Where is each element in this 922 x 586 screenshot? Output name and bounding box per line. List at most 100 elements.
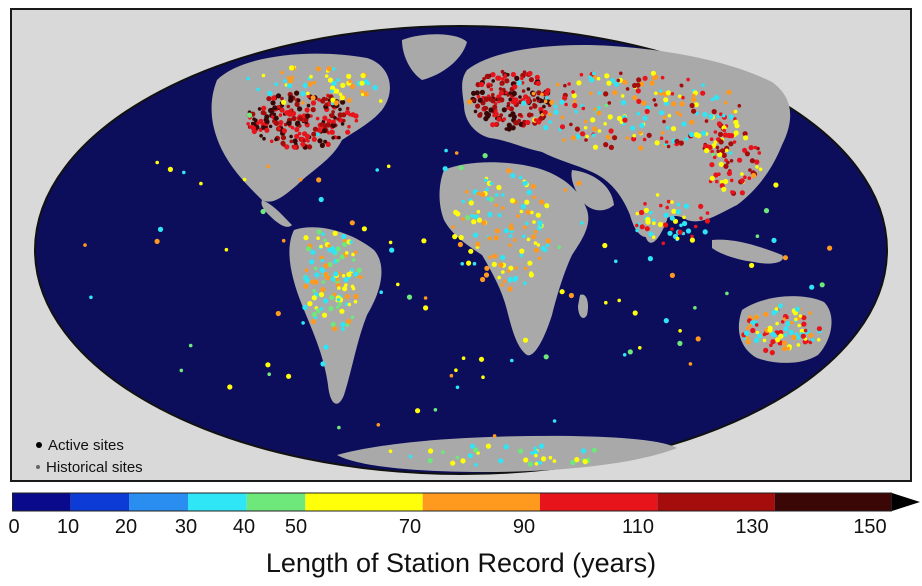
station-dot	[701, 83, 705, 87]
station-dot	[739, 190, 746, 196]
station-dot	[660, 131, 665, 135]
station-dot	[809, 284, 815, 290]
station-dot	[579, 72, 584, 77]
station-dot	[670, 227, 674, 231]
station-dot	[337, 286, 341, 290]
station-dot	[256, 87, 260, 92]
station-dot	[288, 95, 294, 101]
station-dot	[722, 128, 727, 133]
station-dot	[339, 95, 345, 101]
station-dot	[782, 255, 789, 261]
station-dot	[321, 312, 328, 318]
station-dot	[294, 101, 300, 107]
station-dot	[305, 246, 311, 252]
station-dot	[323, 344, 329, 350]
station-dot	[713, 140, 718, 144]
station-dot	[627, 349, 633, 355]
station-dot	[280, 96, 284, 101]
station-dot	[536, 96, 540, 100]
station-dot	[356, 267, 362, 273]
station-dot	[348, 79, 352, 84]
station-dot	[557, 245, 562, 249]
station-dot	[310, 107, 316, 113]
station-dot	[642, 75, 648, 81]
scale-bin-9	[774, 493, 892, 511]
station-dot	[632, 82, 638, 89]
station-dot	[496, 184, 502, 191]
station-dot	[529, 106, 533, 110]
station-dot	[250, 121, 255, 126]
station-dot	[516, 80, 522, 86]
station-dot	[268, 107, 274, 114]
station-dot	[659, 203, 663, 208]
station-dot	[632, 95, 638, 101]
station-dot	[483, 116, 489, 122]
station-dot	[762, 338, 767, 343]
station-dot	[491, 92, 495, 97]
station-dot	[608, 144, 615, 150]
station-dot	[477, 97, 483, 103]
station-dot	[272, 112, 277, 117]
station-dot	[346, 73, 352, 79]
scale-bin-8	[657, 493, 775, 511]
station-dot	[543, 99, 548, 104]
station-dot	[525, 98, 531, 105]
station-dot	[691, 108, 697, 114]
station-dot	[757, 333, 763, 339]
station-dot	[252, 117, 256, 121]
station-dot	[344, 251, 349, 255]
station-dot	[522, 337, 529, 343]
station-dot	[482, 153, 488, 159]
africa	[439, 162, 589, 356]
station-dot	[454, 368, 458, 373]
station-dot	[508, 234, 513, 238]
station-dot	[604, 300, 608, 305]
station-dot	[318, 196, 324, 203]
station-dot	[320, 258, 325, 263]
station-dot	[763, 347, 769, 353]
station-dot	[670, 126, 677, 132]
station-dot	[470, 213, 474, 218]
station-dot	[796, 343, 801, 347]
station-dot	[638, 346, 642, 350]
antarctica	[337, 435, 677, 472]
station-dot	[360, 92, 365, 97]
station-dot	[542, 109, 548, 115]
station-dot	[754, 159, 760, 165]
station-dot	[353, 113, 359, 119]
station-dot	[662, 115, 667, 120]
station-dot	[699, 216, 703, 220]
station-dot	[654, 140, 660, 146]
station-dot	[281, 238, 286, 243]
station-dot	[289, 134, 293, 139]
station-dot	[489, 87, 494, 92]
station-dot	[506, 122, 512, 128]
station-dot	[562, 95, 568, 101]
station-dot	[309, 259, 315, 265]
station-dot	[335, 277, 340, 282]
station-dot	[617, 298, 621, 303]
station-dot	[747, 176, 752, 180]
station-dot	[755, 234, 760, 238]
station-dot	[527, 70, 533, 77]
station-dot	[590, 117, 596, 123]
station-dot	[559, 124, 566, 130]
station-dot	[639, 209, 645, 216]
scale-bin-5	[305, 493, 423, 511]
station-dot	[337, 135, 341, 140]
station-dot	[545, 243, 550, 248]
station-dot	[712, 155, 717, 159]
station-dot	[461, 199, 466, 204]
station-dot	[349, 220, 355, 226]
station-dot	[574, 109, 578, 114]
station-dot	[631, 136, 637, 142]
station-dot	[710, 149, 714, 154]
station-dot	[286, 104, 291, 109]
station-dot	[703, 144, 707, 148]
station-dot	[324, 74, 329, 78]
station-dot	[318, 129, 323, 133]
station-dot	[695, 336, 701, 342]
station-dot	[330, 276, 336, 282]
station-dot	[797, 323, 801, 328]
station-dot	[449, 373, 454, 378]
